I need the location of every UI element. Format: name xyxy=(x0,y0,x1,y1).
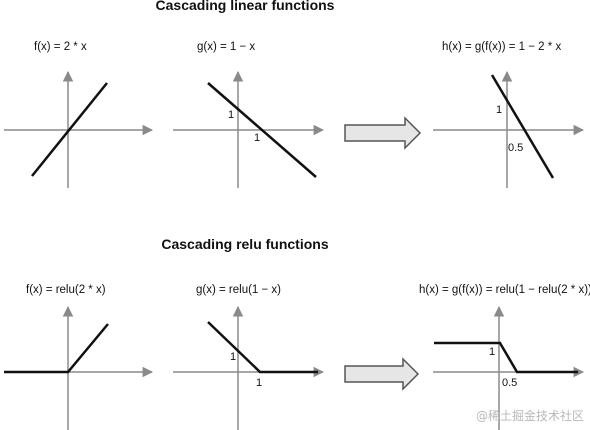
section-title-linear: Cascading linear functions xyxy=(155,0,335,13)
section-title-relu: Cascading relu functions xyxy=(161,236,329,252)
function-line xyxy=(207,321,318,374)
tick-label-x: 0.5 xyxy=(508,142,523,154)
plot-label-relu-h: h(x) = g(f(x)) = relu(1 − relu(2 * x)) xyxy=(419,284,590,296)
plot-relu-f xyxy=(4,305,154,430)
tick-label-x: 1 xyxy=(254,132,260,144)
function-line xyxy=(207,82,317,178)
tick-label-y: 1 xyxy=(230,351,236,363)
tick-label-y: 1 xyxy=(489,346,495,358)
transform-arrow-linear xyxy=(344,116,422,150)
tick-label-x: 0.5 xyxy=(502,377,517,389)
tick-label-x: 1 xyxy=(256,377,262,389)
function-line xyxy=(490,74,555,179)
plot-relu-h: 1 0.5 xyxy=(433,305,585,430)
watermark: @稀土掘金技术社区 xyxy=(475,409,584,423)
tick-label-y: 1 xyxy=(228,109,234,121)
plot-relu-g: 1 1 xyxy=(173,305,325,430)
tick-label-y: 1 xyxy=(496,104,502,116)
plot-linear-g: 1 1 xyxy=(173,70,325,188)
plot-linear-f xyxy=(4,70,154,188)
function-line xyxy=(4,323,109,374)
function-line xyxy=(434,341,578,374)
plot-label-linear-h: h(x) = g(f(x)) = 1 − 2 * x xyxy=(442,41,562,53)
transform-arrow-relu xyxy=(344,357,420,391)
plot-label-linear-g: g(x) = 1 − x xyxy=(197,41,256,53)
plot-linear-h: 1 0.5 xyxy=(433,70,585,188)
plot-label-relu-f: f(x) = relu(2 * x) xyxy=(26,284,106,296)
plot-label-relu-g: g(x) = relu(1 − x) xyxy=(196,284,281,296)
function-line xyxy=(31,82,108,177)
plot-label-linear-f: f(x) = 2 * x xyxy=(34,41,87,53)
